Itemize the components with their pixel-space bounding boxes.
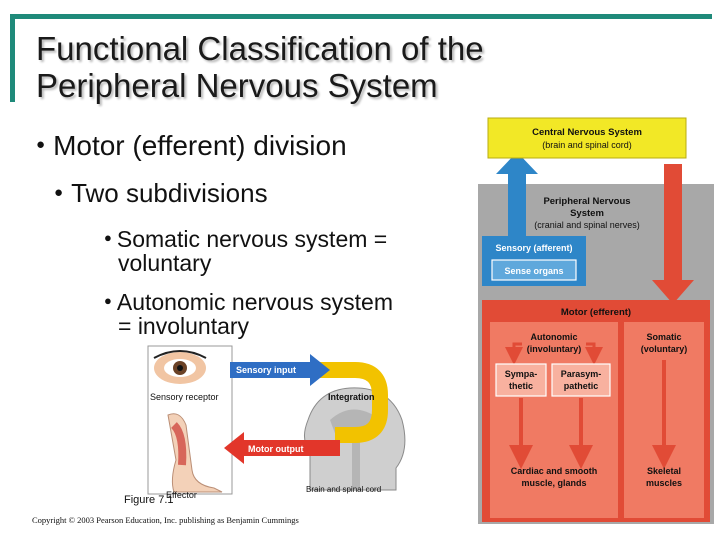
slide-title: Functional Classification of the Periphe… — [36, 30, 636, 104]
sympathetic-label-2: thetic — [509, 381, 533, 391]
sympathetic-box — [495, 363, 547, 397]
skeletal-label: Skeletal — [647, 466, 681, 476]
bullet-dot-icon: ● — [54, 183, 64, 201]
pns-label-2: System — [570, 208, 604, 219]
eye-icon — [153, 350, 207, 384]
cardiac-label: Cardiac and smooth — [511, 466, 598, 476]
pns-flowchart: Central Nervous System (brain and spinal… — [478, 117, 714, 524]
sense-organs-box — [491, 259, 577, 281]
pns-label: Peripheral Nervous — [543, 196, 630, 207]
bullet-somatic: ●Somatic nervous system = voluntary — [104, 226, 388, 277]
parasympathetic-label-2: pathetic — [564, 381, 599, 391]
sensory-to-cns-arrow-icon — [496, 152, 538, 240]
cns-to-motor-arrow-icon — [652, 164, 694, 304]
integration-loop — [320, 362, 388, 443]
copyright-notice: Copyright © 2003 Pearson Education, Inc.… — [32, 515, 299, 525]
bullet-dot-icon: ● — [104, 293, 112, 309]
skeletal-label-2: muscles — [646, 478, 682, 488]
motor-label: Motor (efferent) — [561, 307, 631, 318]
parasympathetic-box — [551, 363, 611, 397]
autonomic-sublabel: (involuntary) — [527, 344, 582, 354]
autonomic-left-arrow-icon — [505, 342, 523, 365]
reflex-figure: Sensory receptor Effector Sensory input … — [147, 345, 406, 500]
bullet-dot-icon: ● — [36, 136, 46, 154]
sensory-label: Sensory (afferent) — [495, 243, 572, 253]
slide-title-line-1: Functional Classification of the — [36, 30, 484, 67]
bullet-motor-division: ●Motor (efferent) division — [36, 130, 347, 161]
sensory-input-label: Sensory input — [236, 365, 296, 375]
integration-label: Integration — [328, 392, 375, 402]
sensory-input-arrow-icon — [230, 354, 330, 386]
motor-output-label: Motor output — [248, 444, 303, 454]
slide-title-line-2: Peripheral Nervous System — [36, 67, 438, 104]
figure-caption: Figure 7.1 — [124, 494, 174, 506]
top-accent-rule — [10, 14, 712, 19]
cns-sublabel: (brain and spinal cord) — [542, 140, 632, 150]
sensory-receptor-label: Sensory receptor — [150, 392, 219, 402]
cardiac-label-2: muscle, glands — [521, 478, 586, 488]
bullet-two-subdivisions: ●Two subdivisions — [54, 178, 268, 208]
motor-output-arrow-icon — [224, 432, 340, 464]
sense-organs-label: Sense organs — [504, 266, 563, 276]
effector-label: Effector — [166, 490, 197, 500]
bullet-dot-icon: ● — [104, 230, 112, 246]
autonomic-label: Autonomic — [531, 332, 578, 342]
leg-muscle-icon — [167, 413, 223, 493]
parasympathetic-label: Parasym- — [561, 369, 602, 379]
brain-spinal-label: Brain and spinal cord — [306, 485, 381, 494]
pns-sublabel: (cranial and spinal nerves) — [534, 220, 640, 230]
cns-box — [487, 117, 687, 159]
autonomic-right-arrow-icon — [585, 342, 603, 365]
somatic-label: Somatic — [646, 332, 681, 342]
bullet-autonomic: ●Autonomic nervous system = involuntary — [104, 289, 393, 340]
left-accent-rule — [10, 14, 15, 102]
somatic-sublabel: (voluntary) — [641, 344, 688, 354]
cns-label: Central Nervous System — [532, 127, 642, 138]
sympathetic-label: Sympa- — [505, 369, 538, 379]
